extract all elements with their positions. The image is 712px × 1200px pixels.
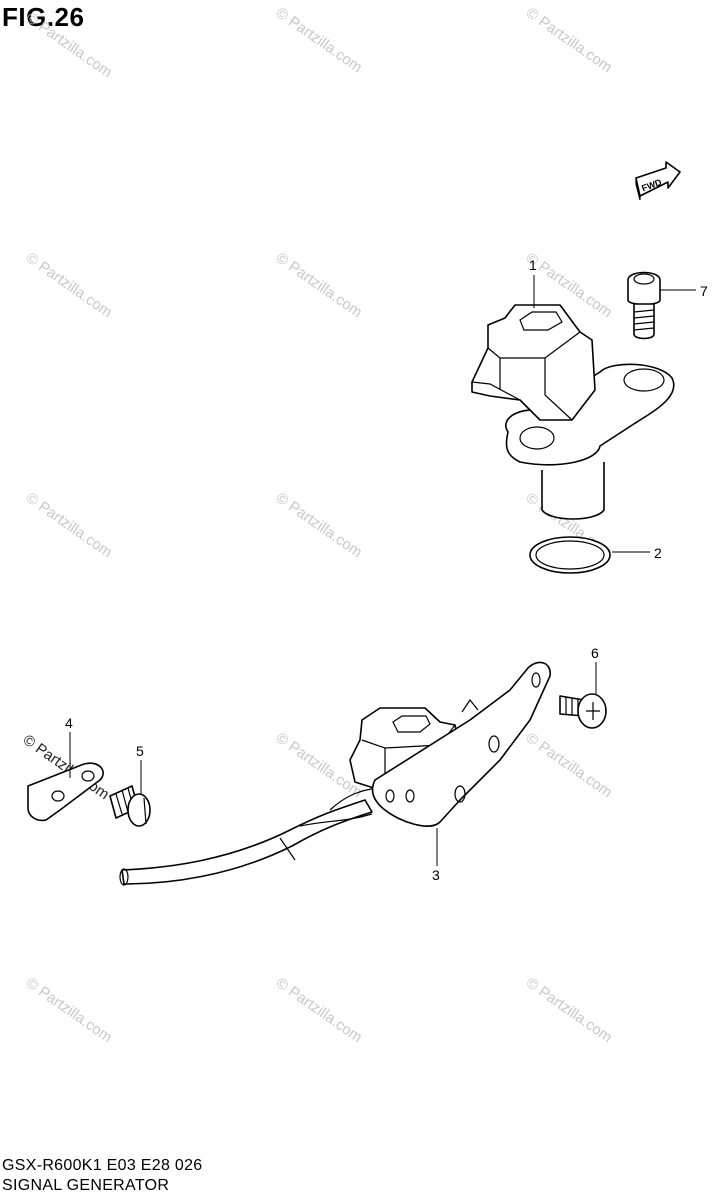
callout-5: 5	[136, 743, 144, 759]
watermark-grid: © Partzilla.com © Partzilla.com © Partzi…	[20, 4, 616, 1046]
watermark-7: © Partzilla.com	[23, 489, 116, 561]
model-code: GSX-R600K1 E03 E28 026	[2, 1157, 203, 1174]
callout-7: 7	[700, 283, 708, 299]
part-4-plate	[27, 762, 104, 822]
callout-4: 4	[65, 715, 73, 731]
section-name: SIGNAL GENERATOR	[2, 1177, 170, 1194]
watermark-14: © Partzilla.com	[273, 974, 366, 1046]
watermark-4: © Partzilla.com	[23, 249, 116, 321]
fwd-arrow-icon: FWD	[635, 161, 681, 201]
part-6-screw	[559, 693, 607, 729]
callout-labels: 1 2 3 4 5 6 7	[65, 257, 708, 883]
watermark-8: © Partzilla.com	[273, 489, 366, 561]
callout-6: 6	[591, 645, 599, 661]
leader-lines	[69, 275, 696, 866]
part-5-screw	[109, 785, 151, 827]
callout-1: 1	[529, 257, 537, 273]
callout-3: 3	[432, 867, 440, 883]
watermark-2: © Partzilla.com	[273, 4, 366, 76]
watermark-5: © Partzilla.com	[273, 249, 366, 321]
figure-title: FIG.26	[2, 2, 85, 32]
watermark-15: © Partzilla.com	[523, 974, 616, 1046]
part-1-sensor	[471, 304, 675, 520]
part-7-bolt	[627, 271, 661, 340]
watermark-13: © Partzilla.com	[23, 974, 116, 1046]
part-2-o-ring	[529, 536, 611, 574]
watermark-3: © Partzilla.com	[523, 4, 616, 76]
watermark-12: © Partzilla.com	[523, 729, 616, 801]
part-3-sensor-bracket	[119, 661, 551, 886]
callout-2: 2	[654, 545, 662, 561]
watermark-1: © Partzilla.com	[23, 9, 116, 81]
